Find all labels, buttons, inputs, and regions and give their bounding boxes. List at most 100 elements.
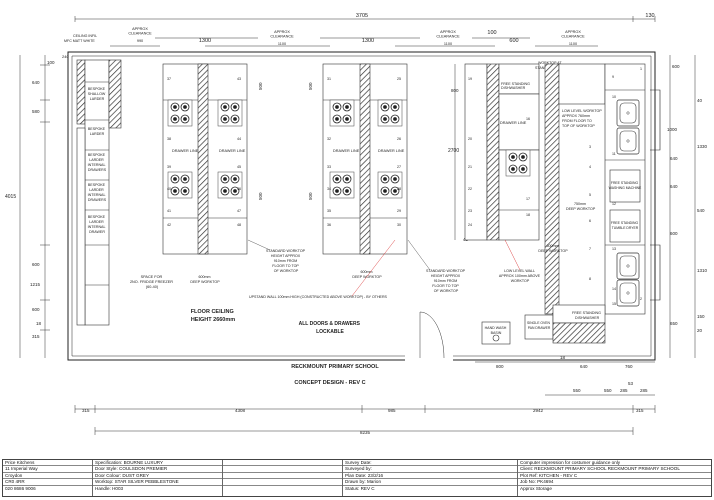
unit-number: 27 — [397, 165, 401, 169]
label-fridge-space: SPACE FOR 2NO. FRIDGE FREEZER (60-40) — [130, 275, 174, 289]
centre-right-run — [464, 63, 540, 241]
unit-number: 23 — [468, 209, 472, 213]
unit-number: 37 — [167, 77, 171, 81]
ceiling-note-2: MFC MATT WHITE — [64, 39, 95, 43]
spec-worktop: Worktop: STAR SILVER PEBBLESTONE — [93, 479, 222, 486]
dim-inner-500d: 500 — [308, 192, 313, 200]
label-bespoke-larder-internal-c: BESPOKE LARDER INTERNAL DRAWER — [88, 215, 107, 234]
unit-number: 26 — [397, 137, 401, 141]
dim-bottom-315: 315 — [82, 408, 90, 413]
label-bespoke-larder-internal-a: BESPOKE LARDER INTERNAL DRAWERS — [88, 153, 107, 172]
unit-number: 16 — [526, 117, 530, 121]
island-unit-1 — [162, 63, 248, 255]
clearance-label-a: CLEARANCE — [128, 32, 152, 36]
drawer-line-3: DRAWER LINE — [333, 149, 360, 153]
unit-number: 30 — [397, 223, 401, 227]
dim-bottom-640: 640 — [580, 364, 588, 369]
unit-number: 25 — [397, 77, 401, 81]
unit-number: 22 — [468, 187, 472, 191]
unit-number: 38 — [167, 137, 171, 141]
unit-number: 1 — [640, 67, 642, 71]
label-bespoke-shallow-larder: BESPOKE SHALLOW LARDER — [88, 87, 107, 101]
clearance-value-b: 1100 — [278, 42, 286, 46]
unit-number: 20 — [468, 137, 472, 141]
blank-cell — [223, 473, 342, 480]
dim-bottom-285b: 285 — [620, 388, 628, 393]
unit-number: 24 — [468, 223, 472, 227]
label-deep-b: 600mm DEEP WORKTOP — [352, 270, 382, 279]
job-no: Job No: PK4694 — [518, 479, 711, 486]
dim-bottom-800: 800 — [496, 364, 504, 369]
spec-handle: Handle: H003 — [95, 485, 124, 491]
dim-left-4015: 4015 — [5, 194, 16, 200]
dim-left-100: 100 — [47, 60, 55, 65]
unit-number: 18 — [526, 213, 530, 217]
unit-number: 45 — [237, 165, 241, 169]
unit-number: 35 — [327, 209, 331, 213]
clearance-value-c: 1100 — [444, 42, 452, 46]
unit-number: 29 — [397, 209, 401, 213]
storage: Approx Storage — [520, 485, 552, 491]
dim-bottom-760: 760 — [625, 364, 633, 369]
surveyed-by: Surveyed by: — [343, 466, 517, 473]
unit-number: 39 — [167, 165, 171, 169]
approx-label-d: APPROX — [565, 30, 581, 34]
spec-specification: Specification: BOURNE LUXURY — [93, 460, 222, 467]
approx-label-c: APPROX — [440, 30, 456, 34]
survey-date: Survey Date: — [343, 460, 517, 467]
drawn-by: Drawn by: Marion — [343, 479, 517, 486]
dim-right-1310: 1310 — [697, 268, 708, 273]
unit-number: 48 — [237, 223, 241, 227]
unit-number: 46 — [237, 187, 241, 191]
dim-right-600b: 600 — [670, 231, 678, 236]
dim-inner-500a: 500 — [258, 82, 263, 90]
approx-label-b: APPROX — [274, 30, 290, 34]
dim-overall-top: 3705 — [356, 13, 368, 19]
dim-bottom-2942: 2942 — [533, 408, 544, 413]
plot-ref: Plot Ref: KITCHEN - REV C — [518, 473, 711, 480]
unit-number: 9 — [612, 75, 614, 79]
dim-right-40: 40 — [697, 98, 703, 103]
unit-number: 43 — [237, 77, 241, 81]
label-deep-a: 600mm DEEP WORKTOP — [190, 275, 220, 284]
unit-number: 3 — [589, 145, 591, 149]
dim-inner-2700: 2700 — [448, 148, 459, 154]
label-low-level-worktop: LOW LEVEL WORKTOP APPROX 760mm FROM FLOO… — [562, 109, 603, 128]
company-address-1: 11 Imperial Way — [3, 466, 92, 473]
unit-number: 7 — [589, 247, 591, 251]
title-block: Price Kitchens 11 Imperial Way Croydon C… — [2, 459, 712, 497]
drawer-line-5: DRAWER LINE — [500, 121, 527, 125]
dim-left-1215: 1215 — [30, 282, 41, 287]
label-fs-washing: FREE STANDING WASHING MACHINE — [609, 181, 642, 190]
title-block-survey: Survey Date: Surveyed by: Plan Date: 23/… — [343, 460, 518, 496]
plan-date: Plan Date: 23/2/16 — [343, 473, 517, 480]
dim-right-1330: 1330 — [697, 144, 708, 149]
unit-number: 32 — [327, 137, 331, 141]
label-fs-dishwasher-b: FREE STANDING DISHWASHER — [572, 311, 602, 320]
dim-left-18: 18 — [36, 321, 42, 326]
drawer-line-1: DRAWER LINE — [172, 149, 199, 153]
dim-right-640: 640 — [670, 156, 678, 161]
clearance-label-c: CLEARANCE — [436, 35, 460, 39]
clearance-label-d: CLEARANCE — [561, 35, 585, 39]
dim-bottom-53: 53 — [628, 381, 634, 386]
approx-label-a: APPROX — [132, 27, 148, 31]
dim-inner-500b: 500 — [258, 192, 263, 200]
bottom-right-units — [481, 304, 606, 345]
unit-number: 28 — [397, 187, 401, 191]
label-hand-wash: HAND WASH BASIN — [485, 326, 508, 335]
room-walls — [67, 51, 661, 361]
dim-bottom-315b: 315 — [636, 408, 644, 413]
label-all-doors: ALL DOORS & DRAWERS LOCKABLE — [299, 321, 362, 335]
dim-seg-600: 600 — [509, 38, 518, 44]
clearance-value-a: 990 — [137, 39, 143, 43]
label-floor-ceiling: FLOOR CEILING HEIGHT 2660mm — [191, 309, 236, 323]
dim-right-540: 540 — [697, 208, 705, 213]
label-deep-c: 600mm DEEP WORKTOP — [538, 244, 568, 253]
unit-number: 2 — [640, 297, 642, 301]
dim-seg-1300-b: 1300 — [362, 38, 374, 44]
clearance-value-d: 1100 — [569, 42, 577, 46]
door-swing — [419, 311, 445, 359]
dim-bottom-550: 550 — [573, 388, 581, 393]
dim-right-150: 150 — [697, 314, 705, 319]
